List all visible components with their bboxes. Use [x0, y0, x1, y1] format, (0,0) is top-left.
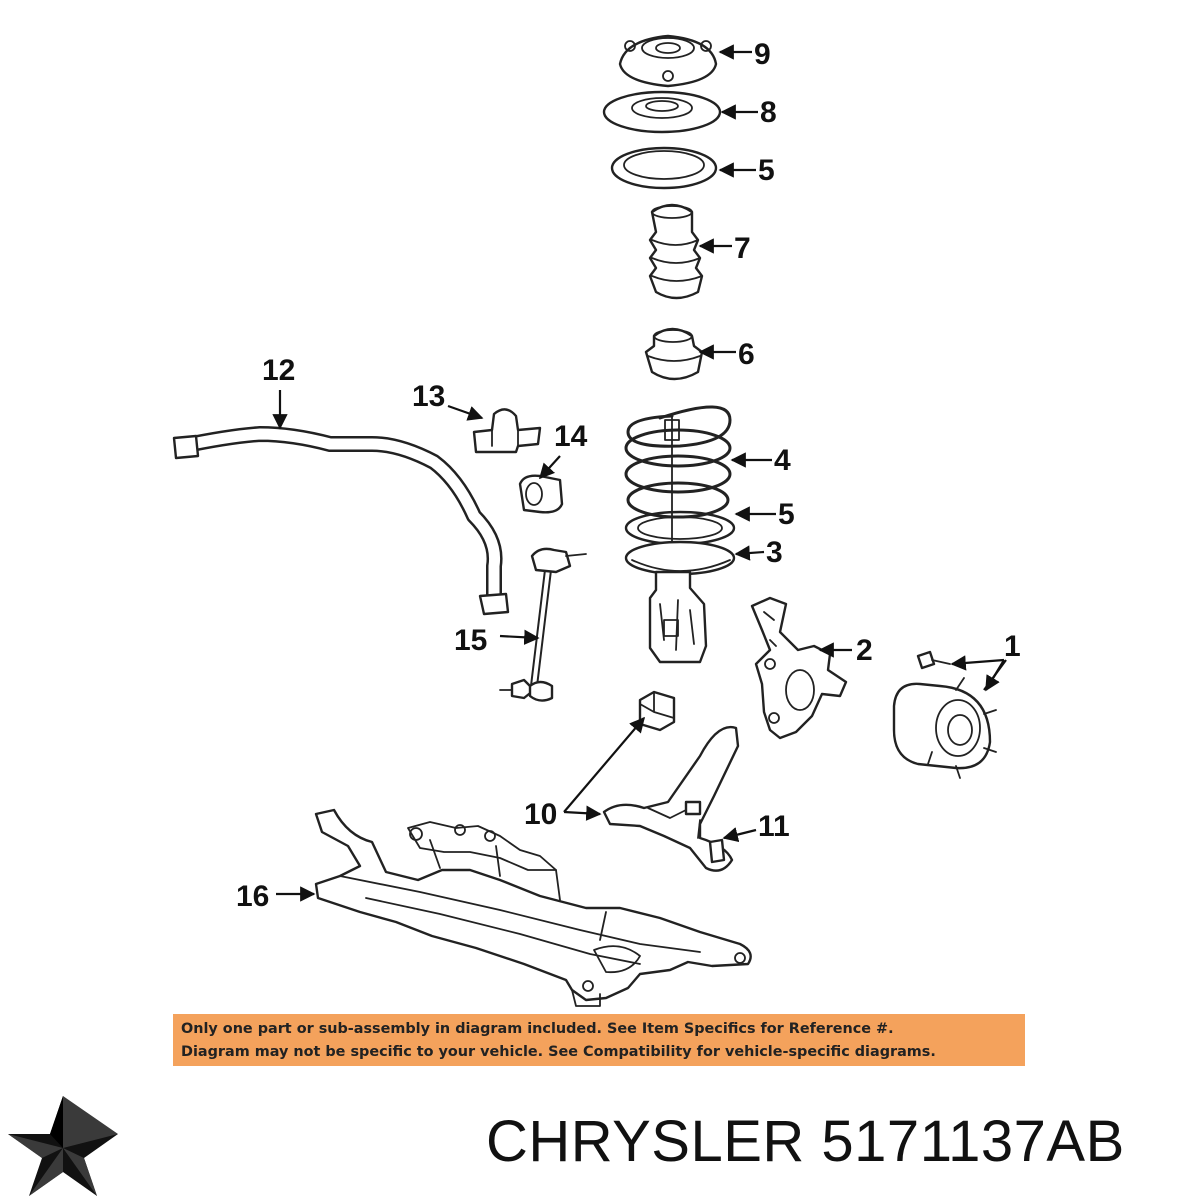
callout-2: 2 [856, 634, 873, 667]
callout-6: 6 [738, 338, 755, 371]
callout-10: 10 [524, 798, 557, 831]
callout-3: 3 [766, 536, 783, 569]
strut-mount-part [618, 34, 718, 88]
callout-7: 7 [734, 232, 751, 265]
lower-control-arm-part [602, 725, 740, 872]
steering-knuckle-part [750, 596, 848, 740]
callout-8: 8 [760, 96, 777, 129]
callout-1: 1 [1004, 630, 1021, 663]
dust-boot-part [648, 203, 704, 300]
brand-part-number: CHRYSLER 5171137AB [486, 1109, 1125, 1174]
strut-assembly-part [624, 540, 736, 664]
disclaimer-line-2: Diagram may not be specific to your vehi… [181, 1044, 936, 1060]
callout-9: 9 [754, 38, 771, 71]
strut-bearing-part [602, 90, 722, 134]
control-arm-bushing-part [638, 690, 676, 732]
sway-bar-link-part [499, 547, 587, 702]
disclaimer-banner: Only one part or sub-assembly in diagram… [173, 1014, 1025, 1066]
callout-5-upper: 5 [758, 154, 775, 187]
stabilizer-bushing-bracket-part [472, 408, 542, 454]
front-crossmember-part [314, 808, 752, 1007]
callout-labels: 9 8 5 7 6 4 5 3 2 1 12 13 14 15 10 11 16 [236, 38, 1021, 913]
bump-stop-part [644, 327, 704, 381]
stabilizer-bushing-part [518, 474, 564, 514]
leader-lines [272, 44, 1007, 902]
callout-15: 15 [454, 624, 487, 657]
callout-4: 4 [774, 444, 791, 477]
wheel-hub-part [892, 650, 997, 779]
callout-11: 11 [758, 810, 790, 843]
callout-16: 16 [236, 880, 269, 913]
stabilizer-bar-part [172, 426, 510, 616]
lower-spring-insulator-part [624, 510, 736, 546]
chrysler-pentastar-icon [8, 1096, 118, 1196]
callout-14: 14 [554, 420, 588, 453]
upper-spring-insulator-part [610, 146, 718, 190]
callout-13: 13 [412, 380, 445, 413]
callout-5-lower: 5 [778, 498, 795, 531]
callout-12: 12 [262, 354, 295, 387]
disclaimer-line-1: Only one part or sub-assembly in diagram… [181, 1021, 894, 1037]
